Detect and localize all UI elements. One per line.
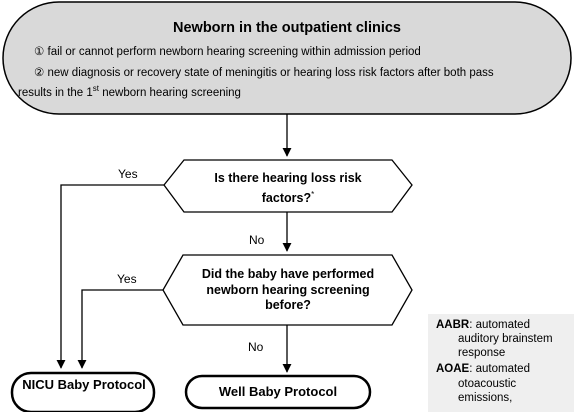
start-condition-2: ② new diagnosis or recovery state of men… (34, 67, 494, 79)
legend-aabr-def-1: : automated (469, 319, 530, 331)
legend-aabr-def-2: auditory brainstem (458, 333, 553, 345)
decision1-label: Is there hearing loss risk factors? (214, 171, 362, 205)
well-protocol-node (184, 374, 372, 410)
decision1-footnote: * (311, 189, 315, 199)
legend-aoae-def-2: otoacoustic (458, 378, 517, 390)
start-condition-3-sup: st (92, 84, 100, 93)
start-condition-3: results in the 1st newborn hearing scree… (18, 84, 241, 99)
edge-label-no-2: No (248, 340, 264, 354)
edge-decision1-yes (56, 184, 164, 369)
legend-aoae-def-3: emissions, (458, 392, 513, 404)
edge-label-yes-2: Yes (117, 272, 137, 286)
decision2-text: Did the baby have performed newborn hear… (201, 267, 375, 312)
nicu-protocol-node (10, 371, 156, 412)
edge-label-yes-1: Yes (118, 167, 138, 181)
legend-aoae-term: AOAE (436, 363, 470, 375)
edge-decision2-yes (77, 289, 163, 369)
well-protocol-label: Well Baby Protocol (218, 384, 338, 399)
start-condition-1: ① fail or cannot perform newborn hearing… (34, 46, 421, 58)
start-condition-3-post: newborn hearing screening (99, 86, 241, 99)
legend-aabr-term: AABR (436, 319, 470, 331)
edge-label-no-1: No (249, 233, 265, 247)
nicu-protocol-label: NICU Baby Protocol (22, 377, 146, 392)
decision1-text: Is there hearing loss risk factors?* (205, 171, 371, 206)
legend-aoae-def-1: : automated (469, 363, 530, 375)
legend-aabr-def-3: response (458, 347, 506, 359)
legend-aabr-line: AABR: automated (436, 319, 530, 331)
legend-aoae-line: AOAE: automated (436, 363, 530, 375)
abbreviation-legend: AABR: automated auditory brainstem respo… (428, 314, 574, 412)
start-condition-3-pre: results in the 1 (18, 86, 93, 99)
start-title: Newborn in the outpatient clinics (173, 20, 401, 36)
